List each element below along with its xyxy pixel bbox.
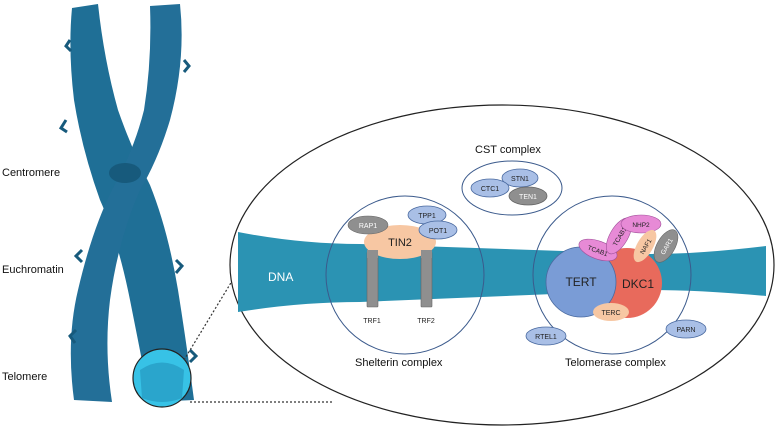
telomerase-complex-label: Telomerase complex xyxy=(565,357,666,369)
chromosome-arm-right xyxy=(70,4,182,402)
ten1-protein xyxy=(508,186,548,206)
nhp2-label: NHP2 xyxy=(632,222,650,229)
telomere-label: Telomere xyxy=(2,371,47,383)
trf1-label: TRF1 xyxy=(363,318,381,325)
stn1-protein xyxy=(501,168,539,188)
ten1-label: TEN1 xyxy=(519,194,537,201)
ctc1-label: CTC1 xyxy=(481,186,499,193)
chromosome xyxy=(58,4,199,408)
pot1-protein xyxy=(418,220,458,240)
rtel1-protein xyxy=(525,326,567,346)
nhp2-protein xyxy=(620,214,662,234)
trf1-protein xyxy=(366,251,379,308)
rap1-protein xyxy=(347,215,389,235)
tert-label: TERT xyxy=(565,275,597,289)
rtel1-label: RTEL1 xyxy=(535,334,557,341)
euchromatin-label: Euchromatin xyxy=(2,264,64,276)
dna-label: DNA xyxy=(268,270,293,284)
cst-complex-label: CST complex xyxy=(475,144,541,156)
naf1-protein xyxy=(633,229,657,263)
trf2-label: TRF2 xyxy=(417,318,435,325)
dkc1-label: DKC1 xyxy=(622,277,654,291)
parn-label: PARN xyxy=(677,327,696,334)
ctc1-protein xyxy=(470,178,510,198)
parn-protein xyxy=(665,319,707,339)
centromere-region xyxy=(109,163,141,183)
gar1-protein xyxy=(653,229,679,263)
shelterin-complex-label: Shelterin complex xyxy=(355,357,443,369)
telomere-tip-shape xyxy=(140,362,184,402)
shelterin-complex-circle xyxy=(325,195,485,355)
terc-label: TERC xyxy=(601,310,620,317)
chromosome-texture xyxy=(58,39,199,364)
trf2-arm xyxy=(421,250,432,258)
tin2-label: TIN2 xyxy=(388,237,412,249)
stn1-label: STN1 xyxy=(511,176,529,183)
centromere-label: Centromere xyxy=(2,167,60,179)
trf1-arm xyxy=(367,250,378,258)
trf2-protein xyxy=(420,251,433,308)
rap1-label: RAP1 xyxy=(359,223,377,230)
tin2-protein xyxy=(364,225,436,259)
tpp1-label: TPP1 xyxy=(418,213,436,220)
cst-complex-circle xyxy=(461,160,563,216)
telomerase-complex-circle xyxy=(532,195,692,355)
terc-rna xyxy=(593,303,629,321)
pot1-label: POT1 xyxy=(429,228,447,235)
